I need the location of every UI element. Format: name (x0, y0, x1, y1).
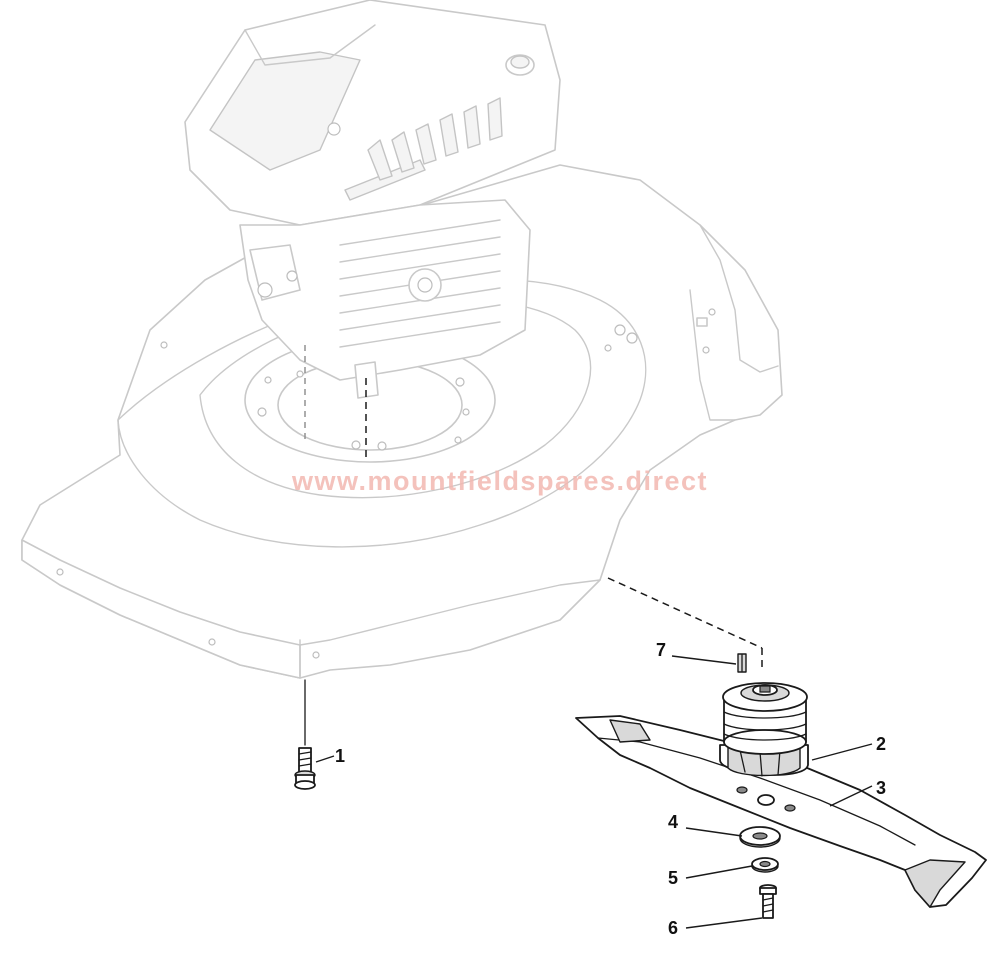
engine-louvers (344, 97, 503, 201)
part-5-spring-washer (751, 857, 779, 873)
callout-3: 3 (876, 778, 886, 798)
leader-lines (315, 655, 873, 929)
callout-1: 1 (335, 746, 345, 766)
mower-deck (21, 164, 783, 679)
deck-bolt-holes (56, 308, 716, 659)
part-7-key (737, 653, 747, 673)
callout-7: 7 (656, 640, 666, 660)
alignment-lines (304, 345, 763, 746)
part-3-blade (575, 715, 987, 908)
callout-2: 2 (876, 734, 886, 754)
part-4-washer (739, 826, 781, 848)
part-2-blade-adapter (719, 682, 809, 777)
callout-labels: 1 2 3 4 5 6 7 (335, 640, 886, 938)
callout-6: 6 (668, 918, 678, 938)
callout-5: 5 (668, 868, 678, 888)
watermark-text: www.mountfieldspares.direct (291, 466, 708, 496)
engine (184, 0, 561, 399)
callout-4: 4 (668, 812, 678, 832)
part-6-blade-bolt (759, 884, 777, 919)
part-1-deck-bolt (294, 747, 316, 790)
